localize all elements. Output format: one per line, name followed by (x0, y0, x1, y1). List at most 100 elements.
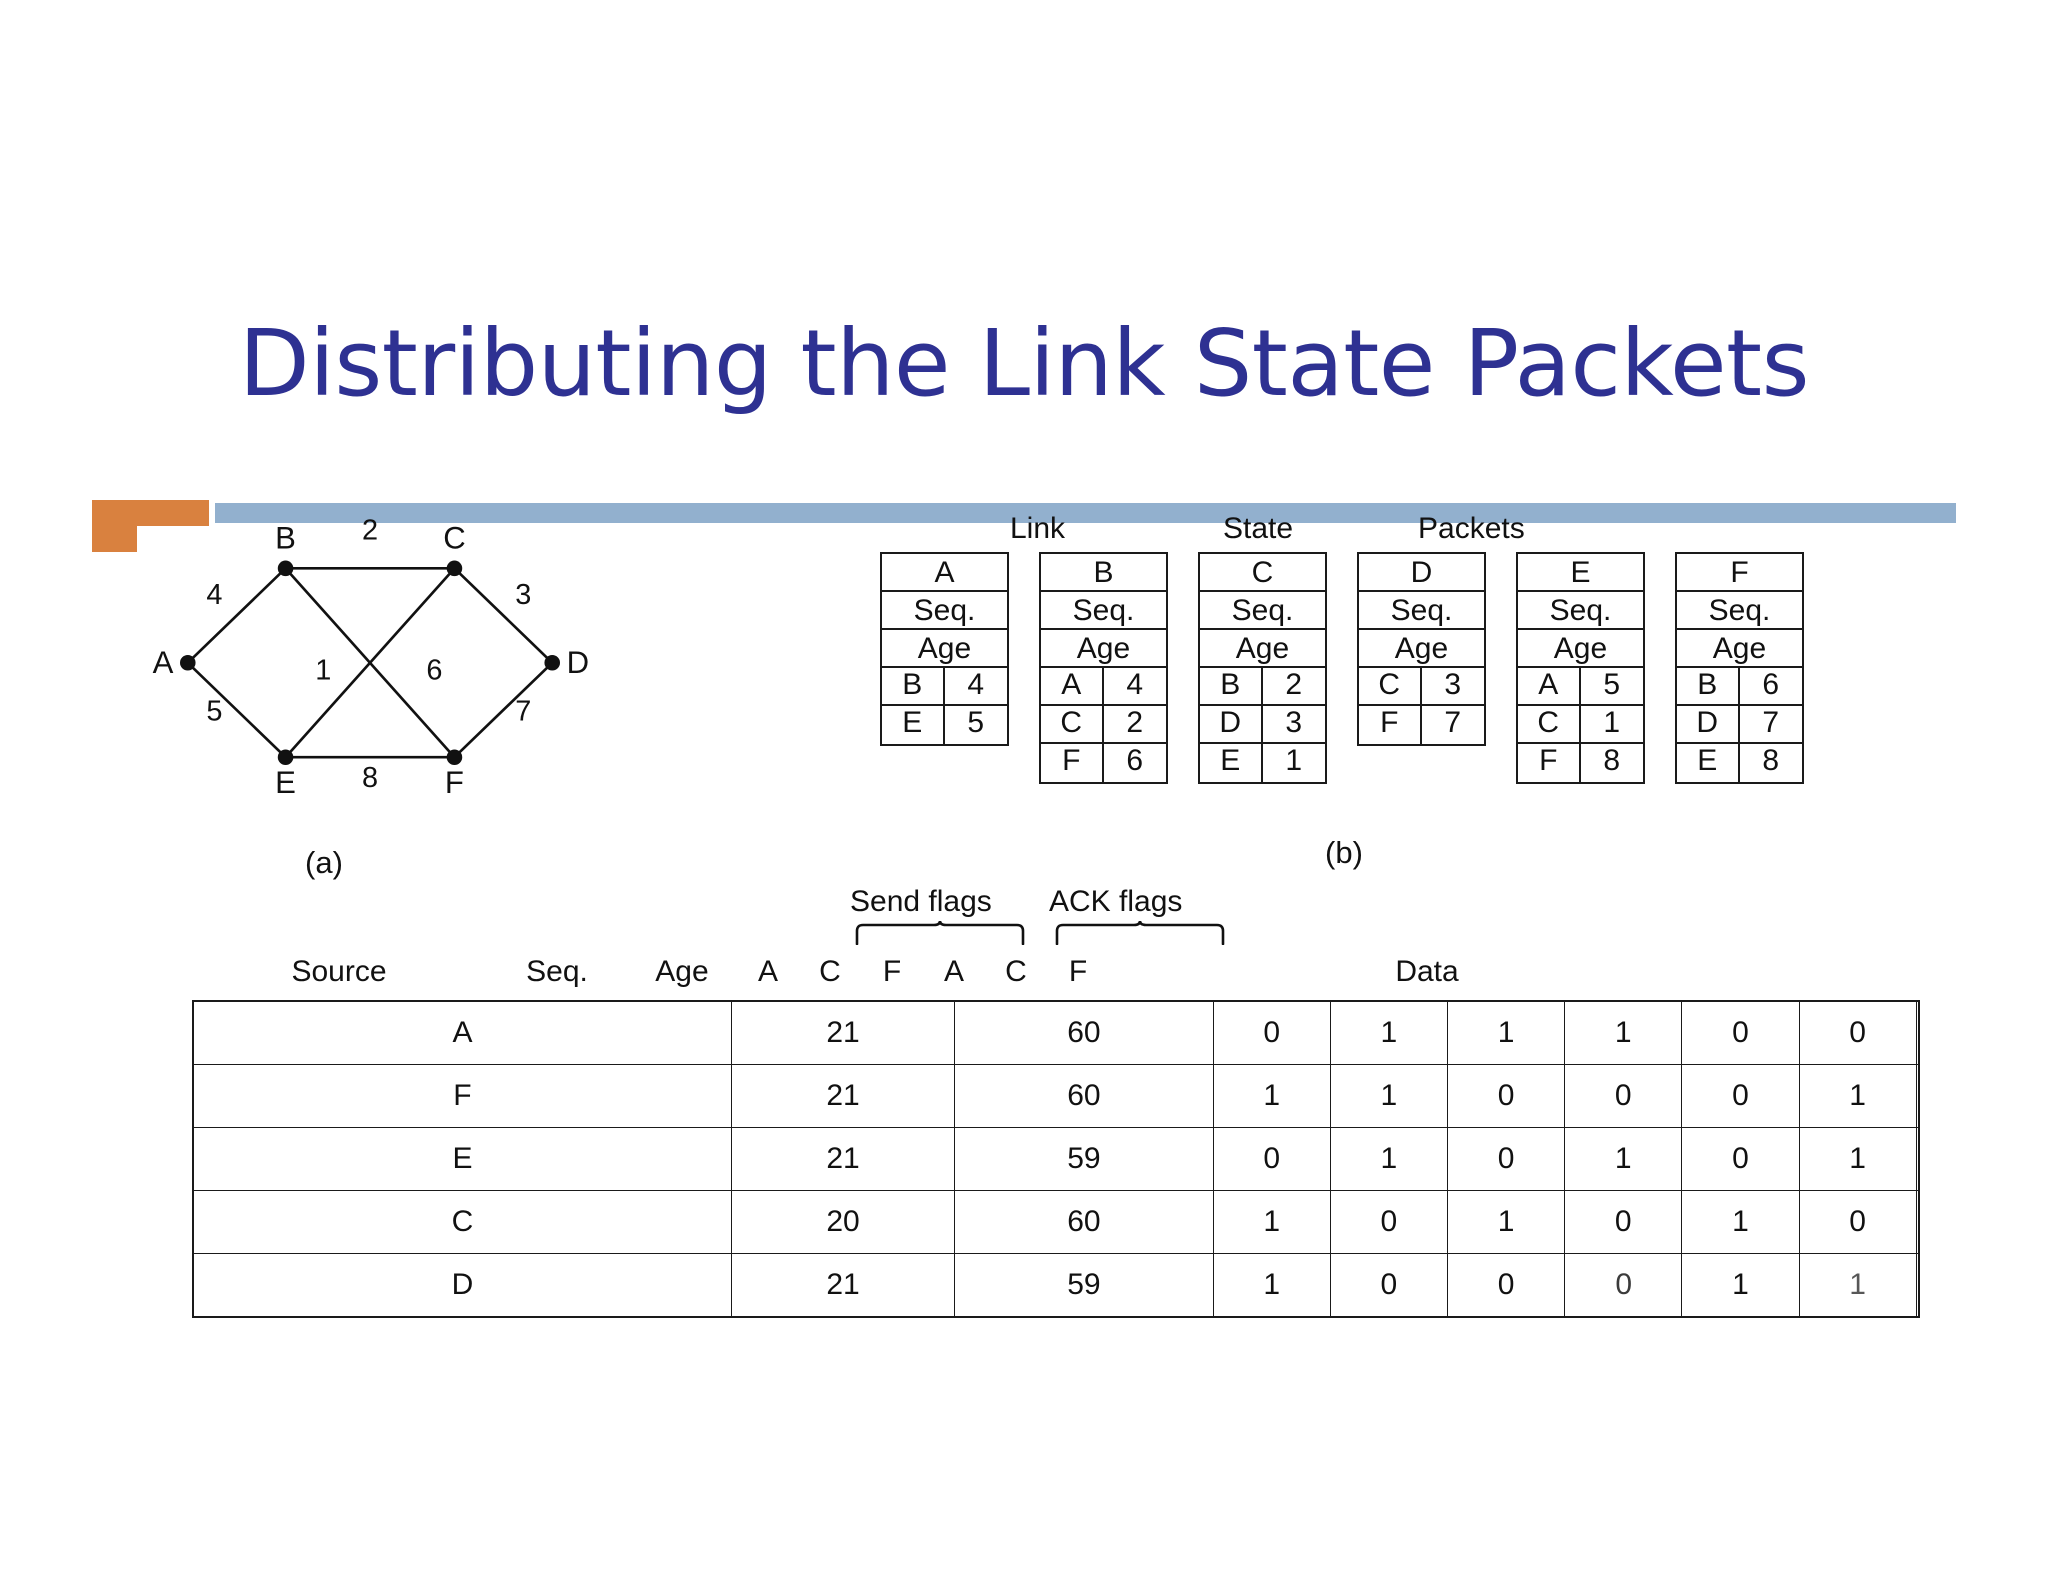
graph-node-f (446, 749, 463, 765)
cell-data (1915, 1253, 1920, 1318)
lsp-entry-neighbor: C (1359, 668, 1422, 704)
graph-node-e (277, 749, 294, 765)
cell-send-flag-f: 1 (1446, 1190, 1566, 1254)
column-header-send-a: A (757, 955, 778, 988)
graph-edge-a-b (186, 567, 287, 664)
cell-ack-flag-f: 1 (1798, 1127, 1917, 1191)
cell-source: E (192, 1127, 732, 1191)
flags-group-headers: Send flags ACK flags (826, 885, 1256, 945)
lsp-heading-row: Link State Packets (880, 512, 1940, 552)
column-header-ack-f: F (1068, 955, 1088, 988)
lsp-entry-neighbor: B (1677, 668, 1740, 704)
cell-send-flag-a: 0 (1212, 1000, 1331, 1065)
lsp-age-label: Age (882, 630, 1007, 668)
lsp-entry-cost: 6 (1126, 744, 1144, 777)
decor-bar-orange-stub (92, 500, 137, 552)
cell-send-flag-c: 0 (1329, 1253, 1448, 1318)
lsp-entry-neighbor: A (1518, 668, 1581, 704)
cell-ack-flag-a: 0 (1564, 1190, 1683, 1254)
lsp-entry-neighbor: F (1359, 706, 1422, 744)
cell-ack-flag-c: 1 (1681, 1190, 1800, 1254)
lsp-entry-neighbor: E (1200, 744, 1263, 782)
lsp-age-label: Age (1041, 630, 1166, 668)
edge-weight-d-f: 7 (515, 696, 531, 728)
send-flags-brace-icon (855, 921, 1025, 945)
lsp-seq-label: Seq. (1041, 592, 1166, 630)
lsp-entry-cost: 7 (1444, 706, 1462, 739)
cell-source: F (192, 1064, 732, 1128)
lsp-entry-cost: 2 (1126, 706, 1144, 739)
cell-send-flag-a: 1 (1212, 1253, 1331, 1318)
lsp-entry-cost: 3 (1285, 706, 1303, 739)
graph-node-label-a: A (153, 645, 174, 680)
edge-weight-b-f: 1 (315, 654, 331, 686)
cell-seq: 21 (730, 1253, 956, 1318)
column-header-age: Age (655, 955, 709, 988)
send-flags-label: Send flags (850, 885, 992, 918)
cell-source: D (192, 1253, 732, 1318)
graph-node-d (544, 655, 560, 671)
lsp-entry-neighbor: C (1041, 706, 1104, 742)
cell-seq: 21 (730, 1000, 956, 1065)
graph-node-b (277, 560, 294, 577)
cell-seq: 21 (730, 1127, 956, 1191)
figure-b-caption: (b) (1325, 835, 1363, 870)
lsp-entry-cost: 7 (1762, 706, 1780, 739)
edge-weight-e-f: 8 (362, 762, 378, 794)
lsp-entry-cost: 4 (1126, 668, 1144, 701)
cell-data (1915, 1064, 1920, 1128)
graph-edge-c-d (453, 567, 554, 664)
cell-ack-flag-f: 1 (1798, 1253, 1917, 1318)
cell-ack-flag-a: 1 (1564, 1127, 1683, 1191)
cell-seq: 20 (730, 1190, 956, 1254)
cell-ack-flag-a: 0 (1564, 1253, 1683, 1318)
cell-age: 59 (954, 1127, 1214, 1191)
cell-ack-flag-a: 1 (1564, 1000, 1683, 1065)
lsp-entry-neighbor: E (882, 706, 945, 744)
lsp-entry-cost: 8 (1603, 744, 1621, 777)
lsp-age-label: Age (1518, 630, 1643, 668)
edge-weight-c-d: 3 (515, 579, 531, 611)
cell-ack-flag-c: 0 (1681, 1127, 1800, 1191)
cell-send-flag-c: 1 (1329, 1127, 1448, 1191)
lsp-entry-neighbor: D (1677, 706, 1740, 742)
graph-edge-a-e (186, 661, 287, 759)
edge-weight-a-b: 4 (206, 579, 222, 611)
lsp-entry-neighbor: B (882, 668, 945, 704)
column-header-seq: Seq. (526, 955, 588, 988)
lsp-router-name: B (1041, 554, 1166, 592)
lsp-entry-cost: 1 (1285, 744, 1303, 777)
lsp-entry-cost: 2 (1285, 668, 1303, 701)
lsp-seq-label: Seq. (1677, 592, 1802, 630)
lsp-entry-cost: 3 (1444, 668, 1462, 701)
lsp-entry-cost: 8 (1762, 744, 1780, 777)
lsp-entry-cost: 1 (1603, 706, 1621, 739)
graph-node-label-c: C (443, 520, 465, 555)
cell-ack-flag-f: 1 (1798, 1064, 1917, 1128)
lsp-seq-label: Seq. (1518, 592, 1643, 630)
packet-table-column-headers: Source Seq. Age A C F A C F Data (192, 955, 1920, 1000)
page-title: Distributing the Link State Packets (238, 310, 1810, 417)
lsp-router-name: E (1518, 554, 1643, 592)
cell-source: A (192, 1000, 732, 1065)
edge-weight-c-e: 6 (426, 654, 442, 686)
lsp-router-name: A (882, 554, 1007, 592)
cell-data (1915, 1000, 1920, 1065)
